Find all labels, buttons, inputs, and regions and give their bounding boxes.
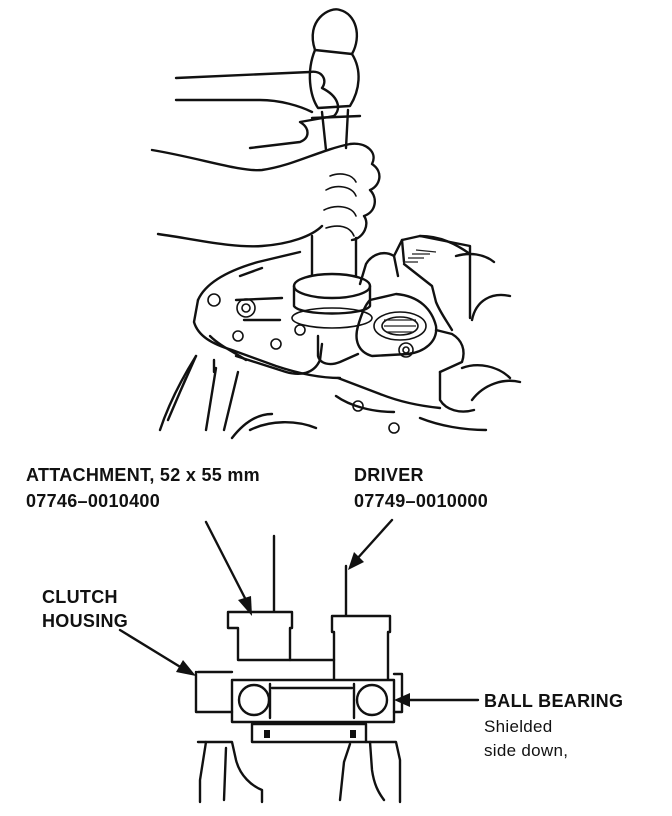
clutch-housing-leader-arrow [118, 628, 196, 676]
hand-lower [150, 142, 381, 248]
ball-bearing-label: BALL BEARING [484, 691, 624, 711]
attachment-leader-arrow [204, 520, 252, 616]
driver-label: DRIVER [354, 465, 424, 485]
attachment-label: ATTACHMENT, 52 x 55 mm [26, 465, 260, 485]
driver-shaft-top [291, 234, 373, 329]
ball-bearing-leader-arrow [394, 693, 480, 707]
driver-part-number: 07749–0010000 [354, 491, 489, 511]
attachment-part-number: 07746–0010400 [26, 491, 161, 511]
ball-bearing-note-line2: side down, [484, 741, 569, 760]
transmission-case [158, 234, 522, 440]
ball-bearing-section [230, 678, 396, 744]
clutch-housing-label-line1: CLUTCH [42, 587, 118, 607]
driver-shaft [272, 534, 348, 620]
driver-leader-arrow [348, 518, 394, 570]
ball-bearing-note-line1: Shielded [484, 717, 553, 736]
hand-upper [174, 70, 340, 150]
clutch-housing-label-line2: HOUSING [42, 611, 129, 631]
hammer [308, 8, 362, 152]
clutch-housing-section [194, 670, 404, 804]
attachment-block [226, 610, 392, 686]
